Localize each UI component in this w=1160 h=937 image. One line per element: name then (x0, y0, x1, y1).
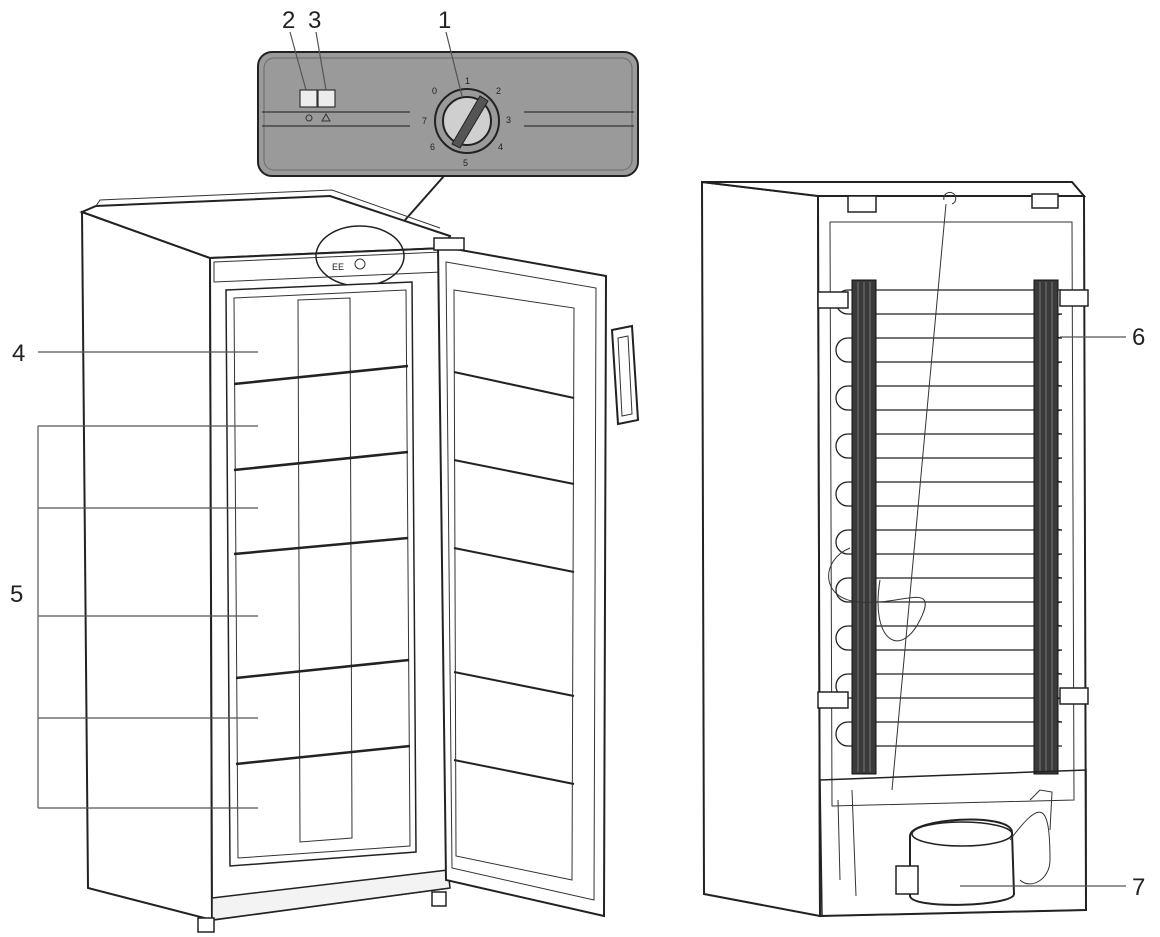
indicator-lamp-green (299, 89, 318, 108)
door-handle (610, 324, 640, 426)
door-shelves (453, 371, 575, 785)
callout-4: 4 (12, 340, 25, 367)
control-panel-zoom: 7 6 5 4 3 2 1 0 (257, 51, 639, 229)
dial-mark: 2 (496, 86, 501, 96)
control-strip-lamp-label: EE (332, 262, 344, 272)
callout-6: 6 (1132, 324, 1145, 351)
callout-5: 5 (10, 581, 23, 608)
dial-mark: 4 (498, 142, 503, 152)
callout-numbers: 1 2 3 4 5 6 7 (10, 7, 1145, 901)
drawer-dividers (233, 364, 411, 766)
compressor (837, 789, 1053, 906)
dial-mark: 7 (422, 116, 427, 126)
freezer-rear-view (700, 180, 1089, 918)
callout-2: 2 (282, 7, 295, 34)
dial-mark: 5 (463, 158, 468, 168)
indicator-lamp-red (317, 89, 336, 108)
condenser-coil (817, 279, 1089, 775)
leader-lines (37, 31, 1126, 887)
callout-1: 1 (438, 7, 451, 34)
callout-7: 7 (1132, 874, 1145, 901)
freezer-front-view: EE (79, 189, 640, 933)
dial-mark: 6 (430, 142, 435, 152)
dial-mark: 3 (506, 115, 511, 125)
callout-3: 3 (308, 7, 321, 34)
dial-mark: 1 (465, 76, 470, 86)
thermostat-dial: 7 6 5 4 3 2 1 0 (422, 76, 511, 168)
dial-mark: 0 (432, 86, 437, 96)
